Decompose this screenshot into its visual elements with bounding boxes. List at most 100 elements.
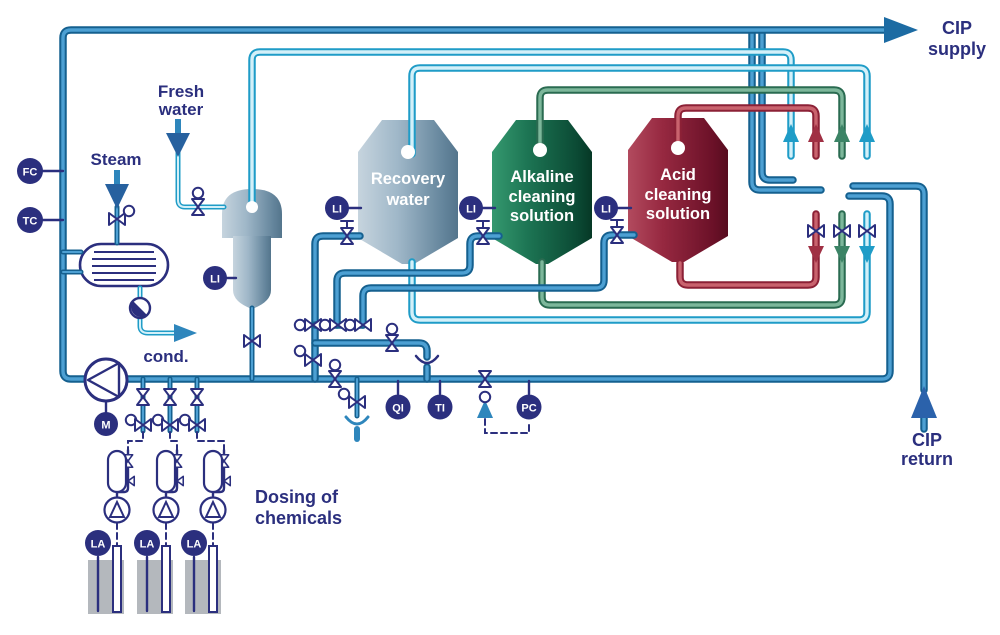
dosing-signal-2 bbox=[169, 431, 178, 450]
svg-text:LA: LA bbox=[187, 539, 202, 551]
heat-exchanger bbox=[78, 242, 170, 288]
instrument-tc: TC bbox=[17, 207, 43, 233]
svg-text:LI: LI bbox=[466, 204, 476, 216]
steam-trap-icon bbox=[128, 296, 152, 320]
cond-arrow bbox=[174, 324, 197, 342]
dosing-unit-2 bbox=[145, 448, 185, 613]
instrument-li-buffer: LI bbox=[203, 266, 227, 290]
cond-label: cond. bbox=[143, 347, 188, 366]
cip-supply-arrow bbox=[884, 17, 918, 43]
fill-down-arrow-cyan bbox=[859, 246, 875, 263]
tank-alkaline-label-2: cleaning bbox=[509, 188, 576, 206]
tank-recovery-label-1: Recovery bbox=[371, 170, 446, 188]
dosing-line-valve-2[interactable] bbox=[163, 388, 177, 406]
fill-down-arrow-green bbox=[834, 246, 850, 263]
dosing-unit-3 bbox=[192, 448, 232, 613]
dosing-signal-3 bbox=[196, 431, 225, 450]
instrument-qi: QI bbox=[385, 394, 411, 420]
fresh-water-arrow bbox=[166, 119, 190, 157]
svg-text:PC: PC bbox=[521, 403, 536, 415]
cip-supply-label-1: CIP bbox=[942, 18, 972, 38]
suction-lance bbox=[208, 545, 218, 613]
pulsation-damper bbox=[106, 449, 128, 494]
dosing-signal-1 bbox=[127, 431, 144, 450]
nozzle-alkaline bbox=[533, 143, 547, 157]
nozzle-recovery bbox=[401, 145, 415, 159]
return-up-arrow-green bbox=[834, 124, 850, 142]
suction-lance bbox=[112, 545, 122, 613]
instrument-la-2: LA bbox=[134, 530, 160, 556]
pc-signal-line bbox=[484, 418, 530, 434]
dosing-shutoff-valve-2[interactable] bbox=[151, 413, 179, 432]
selection-valve-2[interactable] bbox=[318, 318, 347, 332]
chemical-containers bbox=[88, 560, 221, 614]
tank-acid-label-2: cleaning bbox=[645, 186, 712, 204]
pc-signal-arrow bbox=[477, 400, 493, 418]
instrument-li-alkaline: LI bbox=[459, 196, 483, 220]
pulsation-damper bbox=[202, 449, 224, 494]
svg-text:LI: LI bbox=[332, 204, 342, 216]
cip-return-label-2: return bbox=[901, 449, 953, 469]
dosing-shutoff-valve-1[interactable] bbox=[124, 413, 152, 432]
cip-pump-icon[interactable] bbox=[83, 357, 129, 403]
cip-return-label-1: CIP bbox=[912, 430, 942, 450]
dosing-shutoff-valve-3[interactable] bbox=[178, 413, 206, 432]
instrument-la-1: LA bbox=[85, 530, 111, 556]
steam-label: Steam bbox=[90, 150, 141, 169]
tank-acid-cleaning-solution bbox=[628, 118, 728, 262]
instrument-la-3: LA bbox=[181, 530, 207, 556]
tank-alkaline-cleaning-solution bbox=[492, 120, 592, 264]
drain-tundish-icon bbox=[344, 415, 370, 442]
instrument-li-recovery: LI bbox=[325, 196, 349, 220]
dosing-line-valve-3[interactable] bbox=[190, 388, 204, 406]
return-up-arrow-cyan1 bbox=[783, 124, 799, 142]
selection-valve-3[interactable] bbox=[343, 318, 372, 332]
steam-arrow bbox=[105, 170, 129, 209]
selection-valve-1[interactable] bbox=[293, 318, 322, 332]
svg-text:LI: LI bbox=[210, 274, 220, 286]
tank-alkaline-label-3: solution bbox=[510, 207, 574, 225]
air-break-icon bbox=[414, 354, 440, 365]
dosing-unit-1 bbox=[96, 448, 136, 613]
drain-valve[interactable] bbox=[337, 387, 366, 409]
main-line-valve[interactable] bbox=[328, 358, 342, 388]
svg-text:LA: LA bbox=[140, 539, 155, 551]
return-up-arrow-red bbox=[808, 124, 824, 142]
instrument-pc: PC bbox=[516, 394, 542, 420]
tank-alkaline-label-1: Alkaline bbox=[510, 168, 573, 186]
instrument-li-acid: LI bbox=[594, 196, 618, 220]
tank-acid-label-3: solution bbox=[646, 205, 710, 223]
pulsation-damper bbox=[155, 449, 177, 494]
svg-text:LA: LA bbox=[91, 539, 106, 551]
nozzle-acid bbox=[671, 141, 685, 155]
svg-text:FC: FC bbox=[23, 167, 38, 179]
return-up-arrow-cyan2 bbox=[859, 124, 875, 142]
dosing-line-valve-1[interactable] bbox=[136, 388, 150, 406]
svg-text:QI: QI bbox=[392, 403, 404, 415]
fresh-water-valve[interactable] bbox=[191, 186, 205, 216]
suction-lance bbox=[161, 545, 171, 613]
bypass-valve[interactable] bbox=[385, 322, 399, 352]
cip-return-arrow bbox=[911, 386, 937, 418]
svg-text:TI: TI bbox=[435, 403, 445, 415]
buffer-tank bbox=[222, 189, 282, 309]
fresh-water-label-1: Fresh bbox=[158, 82, 204, 101]
svg-text:LI: LI bbox=[601, 204, 611, 216]
cip-supply-label-2: supply bbox=[928, 39, 986, 59]
dosing-label-1: Dosing of bbox=[255, 487, 339, 507]
tank-recovery-label-2: water bbox=[385, 191, 430, 209]
instrument-ti: TI bbox=[427, 394, 453, 420]
nozzle-buffer bbox=[246, 201, 258, 213]
instrument-motor: M bbox=[94, 412, 118, 436]
svg-text:TC: TC bbox=[23, 216, 38, 228]
steam-valve[interactable] bbox=[108, 204, 136, 226]
instrument-fc: FC bbox=[17, 158, 43, 184]
tank-acid-label-1: Acid bbox=[660, 166, 696, 184]
fresh-water-label-2: water bbox=[158, 100, 204, 119]
fill-down-arrow-red bbox=[808, 246, 824, 263]
dosing-label-2: chemicals bbox=[255, 508, 342, 528]
svg-text:M: M bbox=[101, 420, 110, 432]
tank-recovery-water bbox=[358, 120, 458, 264]
